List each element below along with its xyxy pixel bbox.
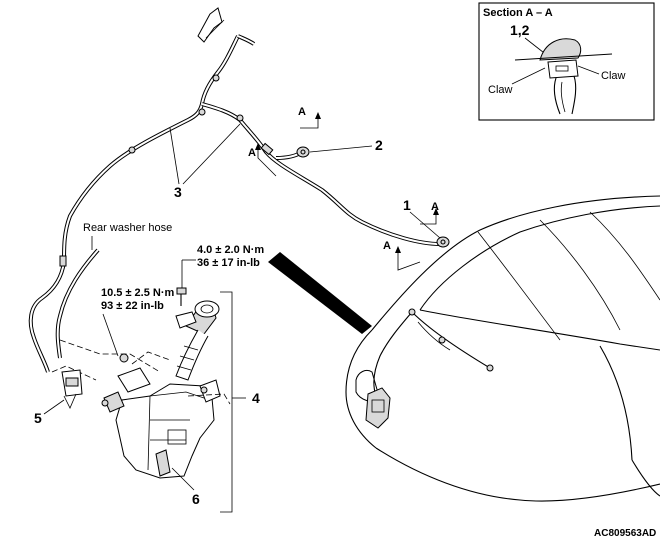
front-washer-hose: [28, 7, 441, 373]
leader-claw-left: [511, 67, 546, 85]
leader-claw-right: [577, 65, 600, 75]
car-front-fender: [345, 329, 377, 449]
hose-joint: [59, 255, 67, 267]
section-markers: A A A A: [248, 106, 439, 271]
bolt-upper: [176, 287, 187, 306]
leader-2: [309, 145, 373, 153]
tank-mount-tab-left: [117, 367, 151, 393]
torque-lower-imperial: 93 ± 22 in-lb: [101, 300, 164, 312]
callout-2: 2: [375, 137, 383, 153]
inset-frame: [478, 2, 655, 121]
leader-3b: [182, 123, 241, 185]
torque-lower: 10.5 ± 2.5 N·m 93 ± 22 in-lb: [101, 287, 175, 357]
leader-3a: [169, 127, 180, 185]
hose-branch-right: [201, 102, 441, 246]
callout-6: 6: [192, 491, 200, 507]
hood-panel-section: [514, 53, 613, 61]
rear-washer-pump: [61, 369, 83, 409]
hose-clip: [236, 114, 244, 122]
hose-joint: [260, 142, 274, 156]
tank-drain: [155, 449, 171, 477]
section-mark-a: A: [431, 201, 439, 213]
tank-bracket-upper: [175, 311, 197, 329]
callout-5: 5: [34, 410, 42, 426]
car-windshield-top: [371, 195, 660, 331]
hose-section: [553, 75, 577, 115]
hose-section-inner: [560, 81, 566, 113]
alignment-dash: [59, 339, 161, 373]
callout-4-bracket: 4: [220, 291, 260, 513]
filler-neck: [175, 329, 209, 381]
car-a-pillar: [477, 231, 561, 341]
washer-tank-assembly: [51, 287, 231, 479]
claw-label-left: Claw: [488, 84, 513, 96]
section-part-numbers: 1,2: [510, 22, 530, 38]
leader-6: [171, 467, 195, 491]
leader-1: [409, 211, 441, 239]
section-mark-a: A: [298, 106, 306, 118]
callout-4: 4: [252, 390, 260, 406]
washer-nozzle-2: [296, 146, 310, 158]
torque-upper-imperial: 36 ± 17 in-lb: [197, 257, 260, 269]
washer-motor: [103, 391, 125, 413]
torque-upper: 4.0 ± 2.0 N·m 36 ± 17 in-lb: [181, 244, 264, 290]
car-windshield-edge: [419, 205, 660, 311]
bolt-lower: [119, 353, 129, 363]
callout-3: 3: [174, 184, 182, 200]
nozzle-body-section: [539, 38, 582, 61]
nozzle-base-section: [547, 59, 579, 79]
claw-slot: [555, 65, 569, 72]
figure-code: AC809563AD: [594, 528, 656, 539]
section-a-a-inset: Section A – A 1,2 Claw Claw: [478, 2, 655, 121]
engine-bay-tank: [365, 387, 391, 429]
callouts-upper: 2 1 3: [169, 123, 441, 239]
car-lower-edge: [375, 447, 660, 502]
claw-label-right: Claw: [601, 70, 626, 82]
tank-mount-tab-right: [199, 379, 221, 403]
torque-upper-metric: 4.0 ± 2.0 N·m: [197, 244, 264, 256]
section-mark-a: A: [248, 147, 256, 159]
torque-lower-metric: 10.5 ± 2.5 N·m: [101, 287, 175, 299]
vehicle-front: [345, 195, 660, 502]
engine-bay-hose: [373, 311, 413, 397]
location-pointer: [268, 252, 372, 334]
leader-5: [43, 399, 65, 415]
car-hood-line: [419, 309, 660, 351]
section-mark-a: A: [383, 240, 391, 252]
washer-nozzle-1: [436, 236, 450, 248]
hose-clip: [198, 108, 206, 116]
leader-torque-lower: [102, 313, 119, 357]
section-title: Section A – A: [483, 7, 553, 19]
hose-clip: [212, 74, 220, 82]
car-wheel-arch: [599, 345, 660, 497]
rear-washer-hose-label: Rear washer hose: [83, 222, 172, 234]
hose-top-bracket: [197, 7, 223, 43]
callout-1: 1: [403, 197, 411, 213]
hose-clip: [128, 146, 136, 154]
